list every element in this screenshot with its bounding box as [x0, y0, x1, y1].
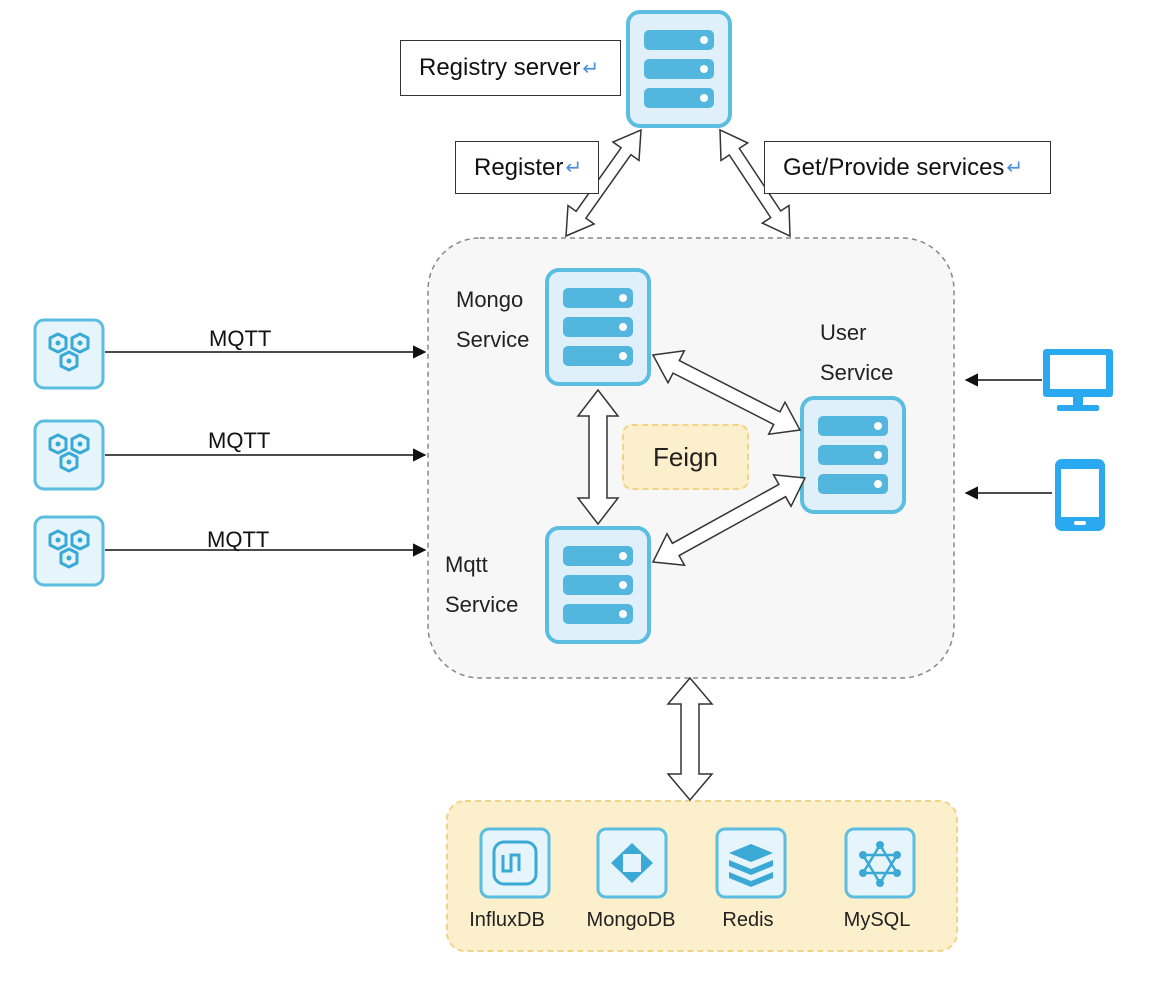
mqtt-user-double-arrow	[651, 473, 807, 567]
feign-box: Feign	[622, 424, 749, 490]
iot-device-icon	[33, 318, 105, 390]
register-double-arrow	[565, 128, 642, 238]
iot-device-icon	[33, 515, 105, 587]
user-service-line1: User	[820, 320, 867, 345]
mongodb-icon	[596, 827, 668, 899]
mqtt-service-icon	[545, 526, 651, 644]
mysql-label: MySQL	[843, 909, 911, 931]
mqtt-service-line1: Mqtt	[445, 552, 488, 577]
return-mark-icon: ↵	[565, 157, 583, 179]
influxdb-label: InfluxDB	[469, 909, 545, 931]
mqtt-link-label: MQTT	[209, 326, 272, 351]
register-text: Register	[474, 153, 564, 181]
feign-label: Feign	[652, 441, 719, 472]
get-provide-services-label: Get/Provide services↵	[764, 141, 1051, 194]
redis-label: Redis	[722, 909, 774, 931]
mqtt-link-label: MQTT	[208, 428, 271, 453]
register-label: Register↵	[455, 141, 599, 194]
mqtt-service-label: Mqtt Service	[445, 545, 518, 625]
user-service-line2: Service	[820, 360, 894, 385]
mongo-service-line2: Service	[456, 327, 530, 352]
iot-device-icon	[33, 419, 105, 491]
registry-server-icon	[626, 10, 732, 128]
influxdb-icon	[479, 827, 551, 899]
mqtt-link-label: MQTT	[207, 527, 270, 552]
return-mark-icon: ↵	[1006, 157, 1024, 179]
cluster-db-double-arrow	[666, 676, 714, 802]
double-arrow-group	[565, 128, 807, 802]
mongo-service-icon	[545, 268, 651, 386]
mongodb-label: MongoDB	[586, 909, 676, 931]
mqtt-service-line2: Service	[445, 592, 519, 617]
discovery-double-arrow	[719, 128, 791, 238]
mongo-mqtt-double-arrow	[576, 388, 620, 526]
user-service-label: User Service	[820, 313, 893, 393]
registry-server-label: Registry server↵	[400, 40, 621, 96]
mongo-service-label: Mongo Service	[456, 280, 529, 360]
mongo-service-line1: Mongo	[456, 287, 524, 312]
redis-icon	[715, 827, 787, 899]
phone-icon	[1055, 459, 1105, 531]
registry-server-text: Registry server	[419, 54, 581, 81]
return-mark-icon: ↵	[582, 57, 600, 80]
monitor-icon	[1043, 349, 1113, 411]
database-panel	[446, 800, 958, 952]
mongo-user-double-arrow	[651, 349, 802, 436]
user-service-icon	[800, 396, 906, 514]
mysql-icon	[844, 827, 916, 899]
get-provide-services-text: Get/Provide services	[783, 153, 1005, 181]
